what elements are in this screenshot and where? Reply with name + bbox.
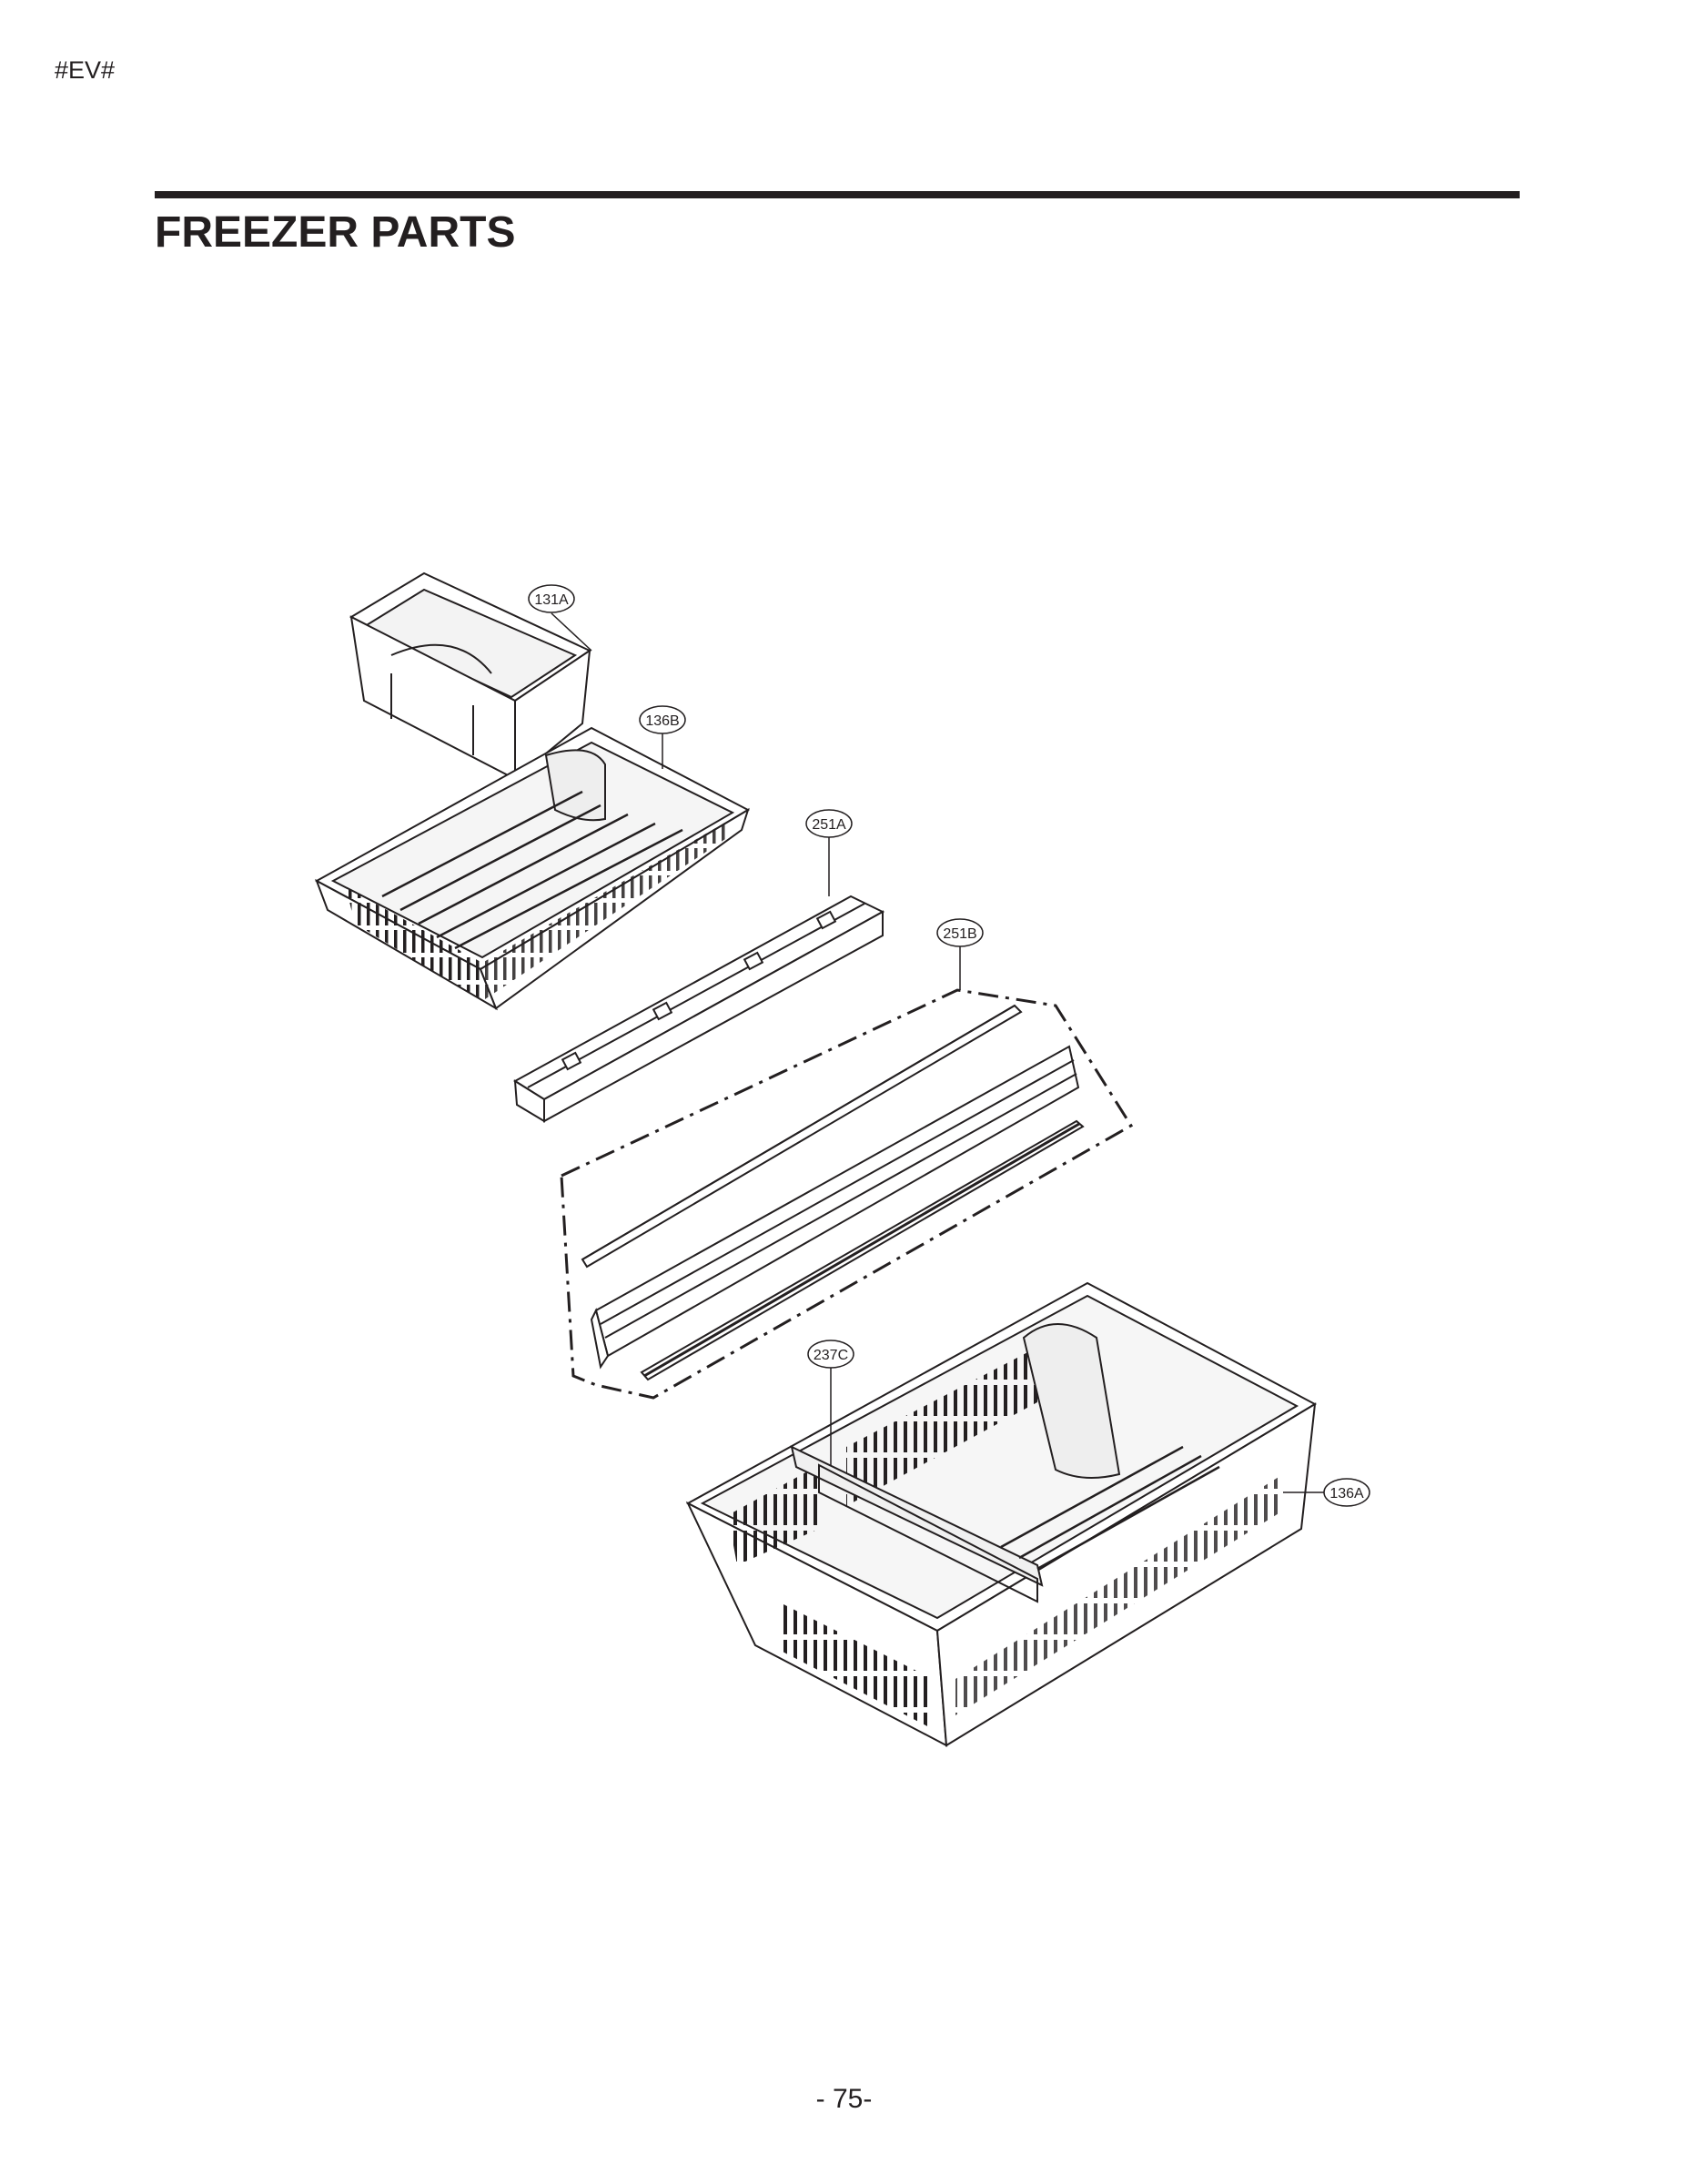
callout-136b: 136B [639, 705, 686, 734]
page-number: - 75- [815, 2084, 873, 2114]
leader-131a [551, 612, 592, 652]
leader-lines [551, 612, 1324, 1493]
part-251b-assembly [560, 988, 1134, 1400]
callout-136a: 136A [1323, 1478, 1370, 1507]
part-136a-basket [685, 1281, 1318, 1747]
callout-131a: 131A [528, 584, 575, 613]
part-251a-rail [513, 895, 885, 1123]
header-code: #EV# [55, 56, 116, 84]
callout-label-136a: 136A [1329, 1486, 1364, 1502]
part-131a-small-bin [349, 571, 592, 782]
callout-237c: 237C [807, 1340, 854, 1369]
callout-label-251b: 251B [943, 926, 976, 942]
callout-label-251a: 251A [812, 817, 846, 833]
callout-label-237c: 237C [814, 1348, 848, 1363]
callout-251a: 251A [805, 809, 853, 838]
title-rule [155, 191, 1520, 198]
callout-251b: 251B [936, 918, 984, 947]
callout-label-136b: 136B [645, 713, 679, 729]
callout-label-131a: 131A [534, 592, 569, 608]
page-title: FREEZER PARTS [155, 208, 516, 257]
part-136b-basket [314, 726, 751, 1011]
